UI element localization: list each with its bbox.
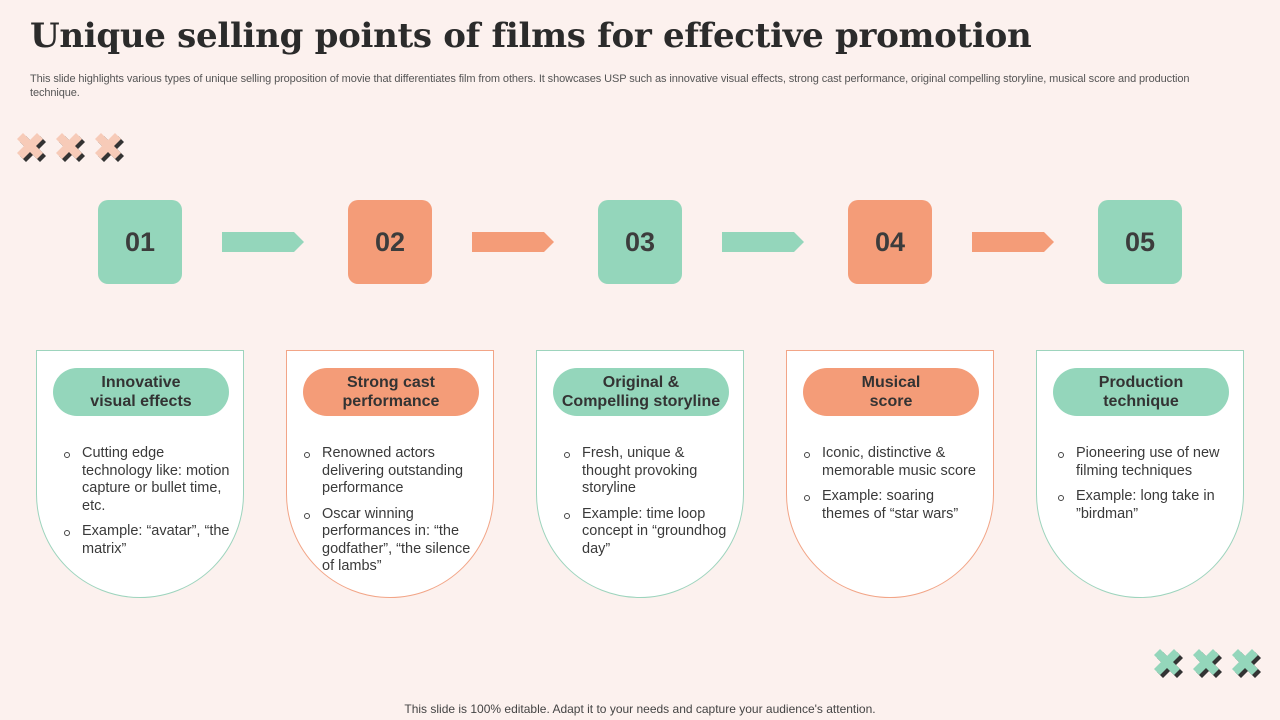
bullet-item: Example: “avatar”, “the matrix” xyxy=(63,523,231,558)
arrow-right-icon xyxy=(472,232,554,252)
arrow-right-icon xyxy=(222,232,304,252)
bullet-item: Fresh, unique & thought provoking storyl… xyxy=(563,445,731,498)
bullet-item: Iconic, distinctive & memorable music sc… xyxy=(803,445,981,480)
cross-icon xyxy=(1154,649,1183,678)
bullet-item: Oscar winning performances in: “the godf… xyxy=(303,506,481,576)
cross-icon xyxy=(1232,649,1261,678)
step-number-01: 01 xyxy=(98,200,182,284)
bullet-list: Fresh, unique & thought provoking storyl… xyxy=(563,445,731,566)
bullet-list: Pioneering use of new filming techniques… xyxy=(1057,445,1231,531)
arrow-right-icon xyxy=(722,232,804,252)
bullet-item: Example: soaring themes of “star wars” xyxy=(803,488,981,523)
step-number-02: 02 xyxy=(348,200,432,284)
card-heading: Original &Compelling storyline xyxy=(553,368,729,416)
bullet-item: Renowned actors delivering outstanding p… xyxy=(303,445,481,498)
decorative-crosses-top-left xyxy=(15,131,126,164)
bullet-list: Iconic, distinctive & memorable music sc… xyxy=(803,445,981,531)
decorative-crosses-bottom-right xyxy=(1152,647,1263,680)
bullet-item: Example: time loop concept in “groundhog… xyxy=(563,506,731,559)
page-subtitle: This slide highlights various types of u… xyxy=(30,73,1190,99)
usp-card-3: Original &Compelling storyline Fresh, un… xyxy=(536,350,744,598)
bullet-list: Cutting edge technology like: motion cap… xyxy=(63,445,231,566)
bullet-item: Cutting edge technology like: motion cap… xyxy=(63,445,231,515)
page-title: Unique selling points of films for effec… xyxy=(30,16,1032,56)
bullet-item: Example: long take in ”birdman” xyxy=(1057,488,1231,523)
arrow-right-icon xyxy=(972,232,1054,252)
bullet-item: Pioneering use of new filming techniques xyxy=(1057,445,1231,480)
cross-icon xyxy=(17,133,46,162)
cross-icon xyxy=(95,133,124,162)
bullet-list: Renowned actors delivering outstanding p… xyxy=(303,445,481,584)
footer-note: This slide is 100% editable. Adapt it to… xyxy=(404,702,876,716)
cross-icon xyxy=(56,133,85,162)
step-number-05: 05 xyxy=(1098,200,1182,284)
step-number-03: 03 xyxy=(598,200,682,284)
step-number-04: 04 xyxy=(848,200,932,284)
cross-icon xyxy=(1193,649,1222,678)
